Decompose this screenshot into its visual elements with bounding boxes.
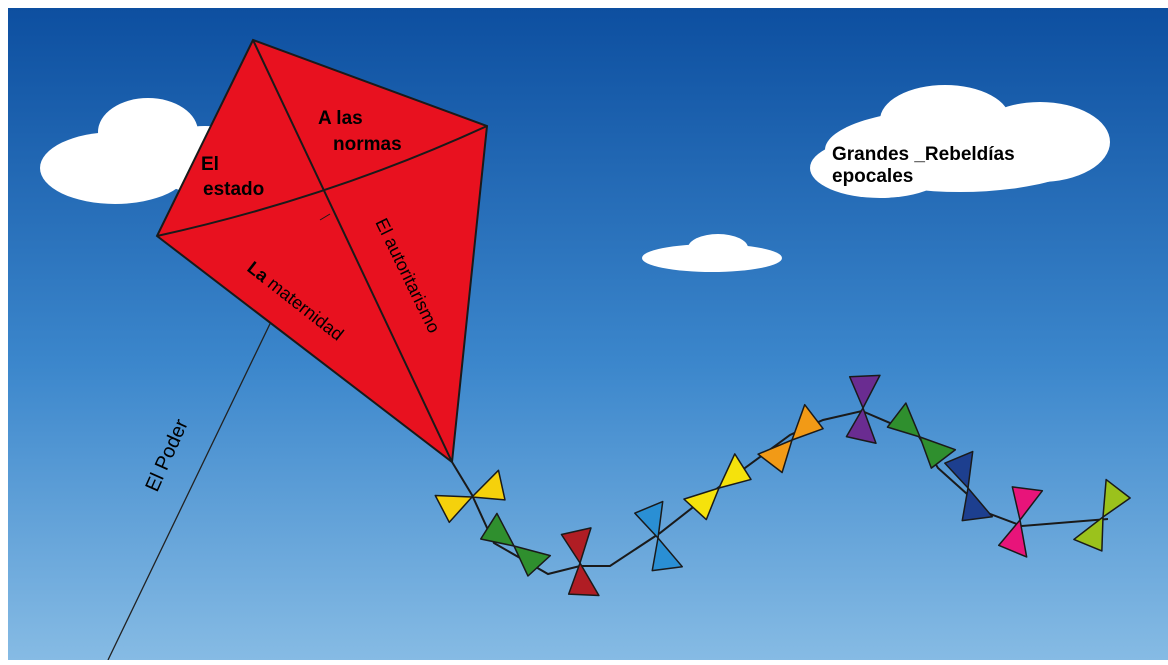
cloud-text-line2: epocales xyxy=(832,166,913,187)
label-normas: normas xyxy=(333,134,402,155)
label-estado: estado xyxy=(203,179,264,200)
cloud-text-line1: Grandes _Rebeldías xyxy=(832,144,1015,165)
label-el: El xyxy=(201,154,219,175)
label-a-las: A las xyxy=(318,108,363,129)
